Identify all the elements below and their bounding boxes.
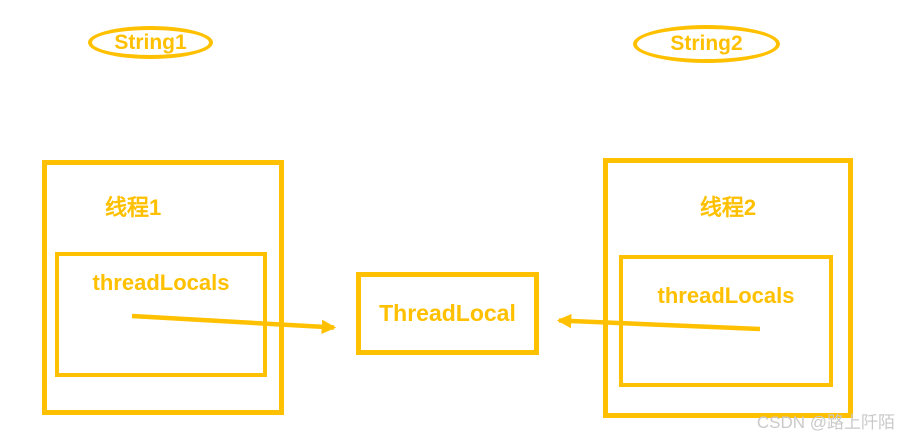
thread1-title: 线程1 xyxy=(105,195,162,220)
thread2-threadlocals-label: threadLocals xyxy=(657,283,795,308)
string1-label: String1 xyxy=(114,30,187,54)
thread1-threadlocals-label: threadLocals xyxy=(92,270,230,295)
threadlocal-label: ThreadLocal xyxy=(379,300,516,326)
watermark-text: CSDN @路上阡陌 xyxy=(756,413,895,432)
threadlocal-box: ThreadLocal xyxy=(356,272,539,355)
string1-ellipse: String1 xyxy=(88,26,213,59)
thread2-title: 线程2 xyxy=(699,195,757,220)
thread2-box: 线程2 threadLocals xyxy=(603,158,853,418)
string2-ellipse: String2 xyxy=(633,25,780,63)
thread2-threadlocals-box: threadLocals xyxy=(619,255,833,387)
thread1-threadlocals-box: threadLocals xyxy=(55,252,267,377)
string2-label: String2 xyxy=(670,32,743,55)
thread1-box: 线程1 threadLocals xyxy=(42,160,284,415)
